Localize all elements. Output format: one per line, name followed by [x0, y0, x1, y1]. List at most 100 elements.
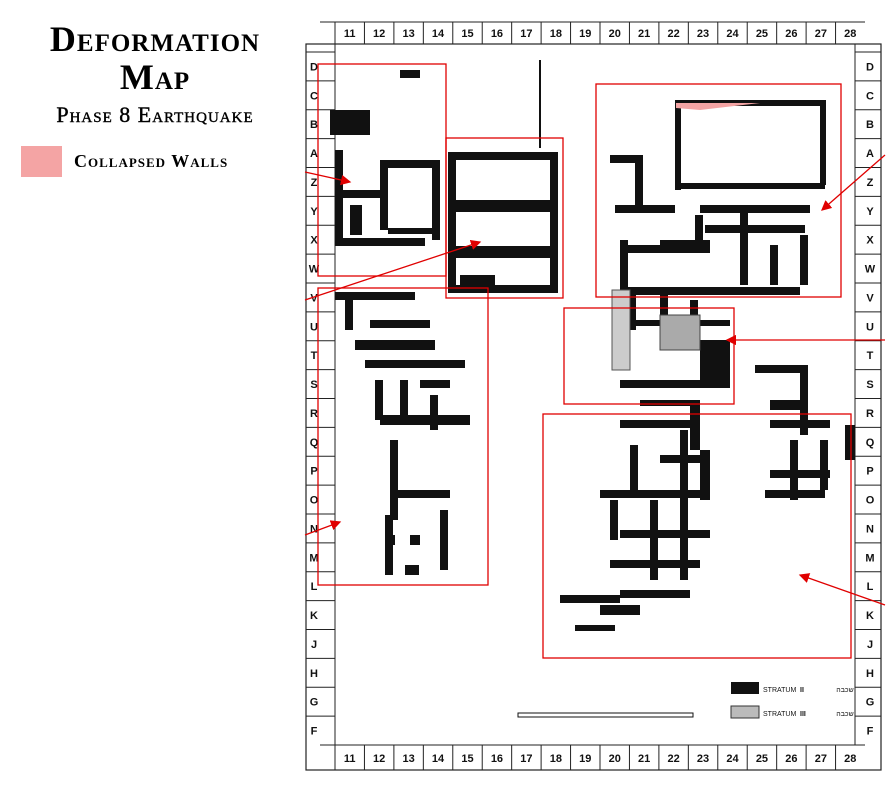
wall-segment	[380, 160, 440, 168]
stratum-hebrew: שכבה	[836, 687, 853, 694]
row-label-left: N	[310, 523, 318, 535]
row-label-left: C	[310, 90, 318, 102]
wall-segment	[448, 285, 558, 293]
column-label-bottom: 23	[697, 753, 709, 765]
column-label-top: 12	[373, 28, 385, 40]
wall-segment	[770, 470, 830, 478]
row-label-left: Y	[310, 206, 318, 218]
paved-area	[659, 314, 701, 351]
wall-segment	[620, 240, 628, 295]
wall-segment	[330, 110, 370, 135]
column-label-top: 15	[461, 28, 473, 40]
wall-segment	[610, 560, 700, 568]
column-label-top: 14	[432, 28, 445, 40]
row-label-right: Q	[866, 437, 875, 449]
column-label-top: 13	[402, 28, 414, 40]
collapsed-wall-patch	[676, 103, 760, 110]
column-label-bottom: 27	[815, 753, 827, 765]
row-label-right: N	[866, 523, 874, 535]
legend-collapsed-walls: Collapsed Walls	[21, 146, 228, 177]
deformation-zone-box	[563, 307, 735, 405]
wall-segment	[575, 625, 615, 631]
wall-segment	[432, 160, 440, 240]
row-label-left: Z	[311, 177, 318, 189]
row-label-right: L	[867, 581, 874, 593]
row-label-left: G	[310, 697, 319, 709]
scale-bar	[517, 712, 694, 718]
row-label-right: F	[867, 726, 874, 738]
row-label-left: F	[311, 726, 318, 738]
wall-segment	[660, 240, 710, 248]
wall-segment	[600, 490, 700, 498]
column-label-bottom: 18	[550, 753, 562, 765]
row-label-left: A	[310, 148, 318, 160]
wall-segment	[770, 420, 830, 428]
column-label-bottom: 24	[726, 753, 739, 765]
deformation-zone-box	[542, 413, 852, 659]
row-label-right: V	[866, 292, 874, 304]
deformation-direction-arrow	[798, 573, 886, 606]
stratum-hebrew: שכבה	[836, 711, 853, 718]
wall-segment	[460, 275, 495, 289]
deformation-direction-arrow	[304, 520, 342, 536]
column-label-bottom: 25	[756, 753, 768, 765]
wall-segment	[690, 400, 700, 450]
row-label-left: U	[310, 321, 318, 333]
map-title-line1: Deformation	[49, 19, 261, 59]
wall-segment	[448, 200, 558, 212]
row-label-right: B	[866, 119, 874, 131]
wall-segment	[700, 340, 730, 380]
row-label-left: J	[311, 639, 317, 651]
wall-segment	[340, 190, 380, 198]
wall-segment	[400, 380, 408, 420]
row-label-right: X	[866, 235, 874, 247]
column-label-bottom: 12	[373, 753, 385, 765]
column-label-top: 25	[756, 28, 768, 40]
row-label-right: H	[866, 668, 874, 680]
wall-segment	[390, 440, 398, 520]
wall-segment	[635, 155, 643, 210]
row-label-left: Q	[310, 437, 319, 449]
wall-segment	[400, 70, 420, 78]
wall-segment	[385, 535, 395, 545]
wall-segment	[620, 380, 730, 388]
wall-segment	[375, 380, 383, 420]
wall-segment	[620, 245, 710, 253]
wall-segment	[650, 500, 658, 580]
wall-segment	[630, 445, 638, 495]
wall-segment	[335, 238, 425, 246]
wall-segment	[620, 590, 690, 598]
stratum-numeral: II	[800, 687, 804, 694]
wall-segment	[700, 450, 710, 500]
wall-segment	[705, 225, 805, 233]
row-label-right: R	[866, 408, 874, 420]
wall-segment	[440, 510, 448, 570]
collapsed-walls-swatch	[21, 146, 62, 177]
row-label-right: M	[865, 552, 874, 564]
deformation-overlays	[304, 63, 886, 659]
wall-segment	[770, 245, 778, 285]
column-label-top: 11	[344, 28, 356, 40]
row-label-left: W	[309, 264, 320, 276]
wall-segment	[620, 530, 710, 538]
legend-label: Collapsed Walls	[74, 151, 229, 171]
wall-segment	[350, 205, 362, 235]
row-label-left: K	[310, 610, 318, 622]
deformation-direction-arrow	[304, 239, 482, 301]
wall-segment	[335, 292, 415, 300]
wall-segment	[430, 395, 438, 430]
row-label-left: R	[310, 408, 318, 420]
column-label-top: 18	[550, 28, 562, 40]
wall-segment	[600, 605, 640, 615]
column-label-top: 22	[667, 28, 679, 40]
column-label-bottom: 16	[491, 753, 503, 765]
stratum-iii-swatch	[730, 705, 760, 719]
row-label-left: L	[311, 581, 318, 593]
column-label-top: 17	[520, 28, 532, 40]
paved-area	[611, 289, 631, 371]
row-label-left: T	[311, 350, 318, 362]
column-label-top: 27	[815, 28, 827, 40]
wall-segment	[610, 500, 618, 540]
